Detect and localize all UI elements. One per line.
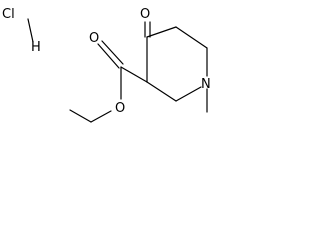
atom-ester-o-carbonyl: O: [89, 31, 99, 46]
bond-c2-c3: [146, 81, 177, 102]
atom-cl: Cl: [2, 7, 15, 22]
atom-h: H: [31, 40, 41, 55]
bond-carbonyl-o-a: [97, 43, 120, 69]
atom-ketone-o: O: [140, 7, 150, 22]
bond-c3-carbonyl: [120, 66, 148, 83]
molecule-diagram: Cl H O O O N: [2, 7, 211, 123]
bond-c4-c5: [146, 26, 177, 38]
structure-canvas: Cl H O O O N: [0, 0, 217, 149]
atom-labels: Cl H O O O N: [2, 7, 211, 116]
bond-n-c2: [175, 86, 202, 102]
atom-ring-n: N: [201, 77, 211, 92]
atom-ester-o-ether: O: [115, 101, 125, 116]
bond-carbonyl-o-b: [101, 40, 124, 65]
bond-oether-ch2: [90, 110, 112, 123]
bond-c5-c6: [175, 26, 208, 49]
bond-cl-h: [27, 18, 34, 43]
bonds: [27, 18, 208, 123]
bond-ch2-ch3: [69, 109, 92, 123]
